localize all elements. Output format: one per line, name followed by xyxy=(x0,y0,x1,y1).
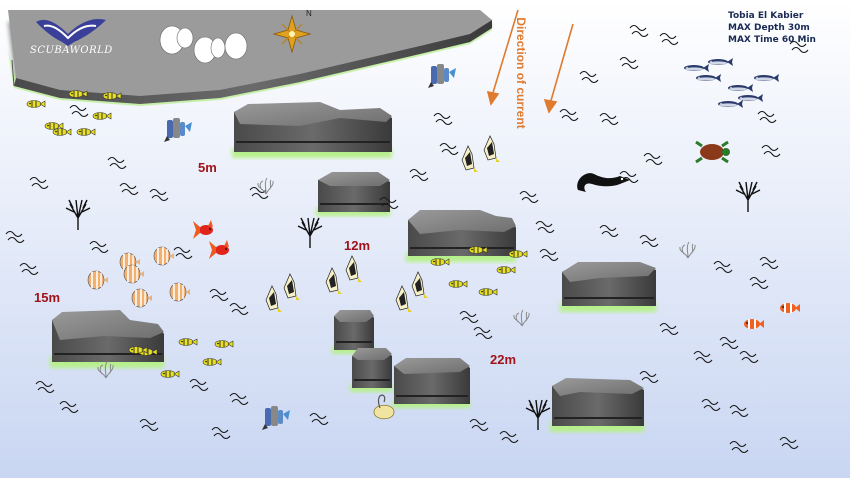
logo-text: SCUBAWORLD xyxy=(30,45,113,56)
current-label-text: Direction of current xyxy=(514,17,528,129)
current-arrows xyxy=(486,9,574,114)
stingray-icon xyxy=(373,394,395,420)
current-label: Direction of current xyxy=(513,8,529,138)
moray-eel-icon xyxy=(577,173,630,192)
rock xyxy=(316,172,390,216)
rock xyxy=(332,310,374,354)
depth-label-22m: 22m xyxy=(490,352,516,367)
compass-north-label: N xyxy=(306,9,312,18)
rock xyxy=(392,358,470,408)
site-info: Tobia El Kabier MAX Depth 30m MAX Time 6… xyxy=(728,10,816,46)
depth-label-5m: 5m xyxy=(198,160,217,175)
rock xyxy=(550,378,644,432)
rock xyxy=(350,348,392,392)
coral-icon xyxy=(159,25,248,64)
max-depth: MAX Depth 30m xyxy=(728,23,810,33)
reef-landmass xyxy=(8,10,492,106)
whale-tail-logo-icon xyxy=(36,18,106,46)
rock-formations xyxy=(50,102,656,432)
compass-rose-icon xyxy=(272,14,312,54)
rock xyxy=(406,210,516,262)
depth-label-15m: 15m xyxy=(34,290,60,305)
rock xyxy=(232,102,392,158)
depth-label-12m: 12m xyxy=(344,238,370,253)
rock xyxy=(560,262,656,312)
max-time: MAX Time 60 Min xyxy=(728,35,816,45)
turtle-icon xyxy=(695,140,730,164)
site-name: Tobia El Kabier xyxy=(728,11,804,21)
